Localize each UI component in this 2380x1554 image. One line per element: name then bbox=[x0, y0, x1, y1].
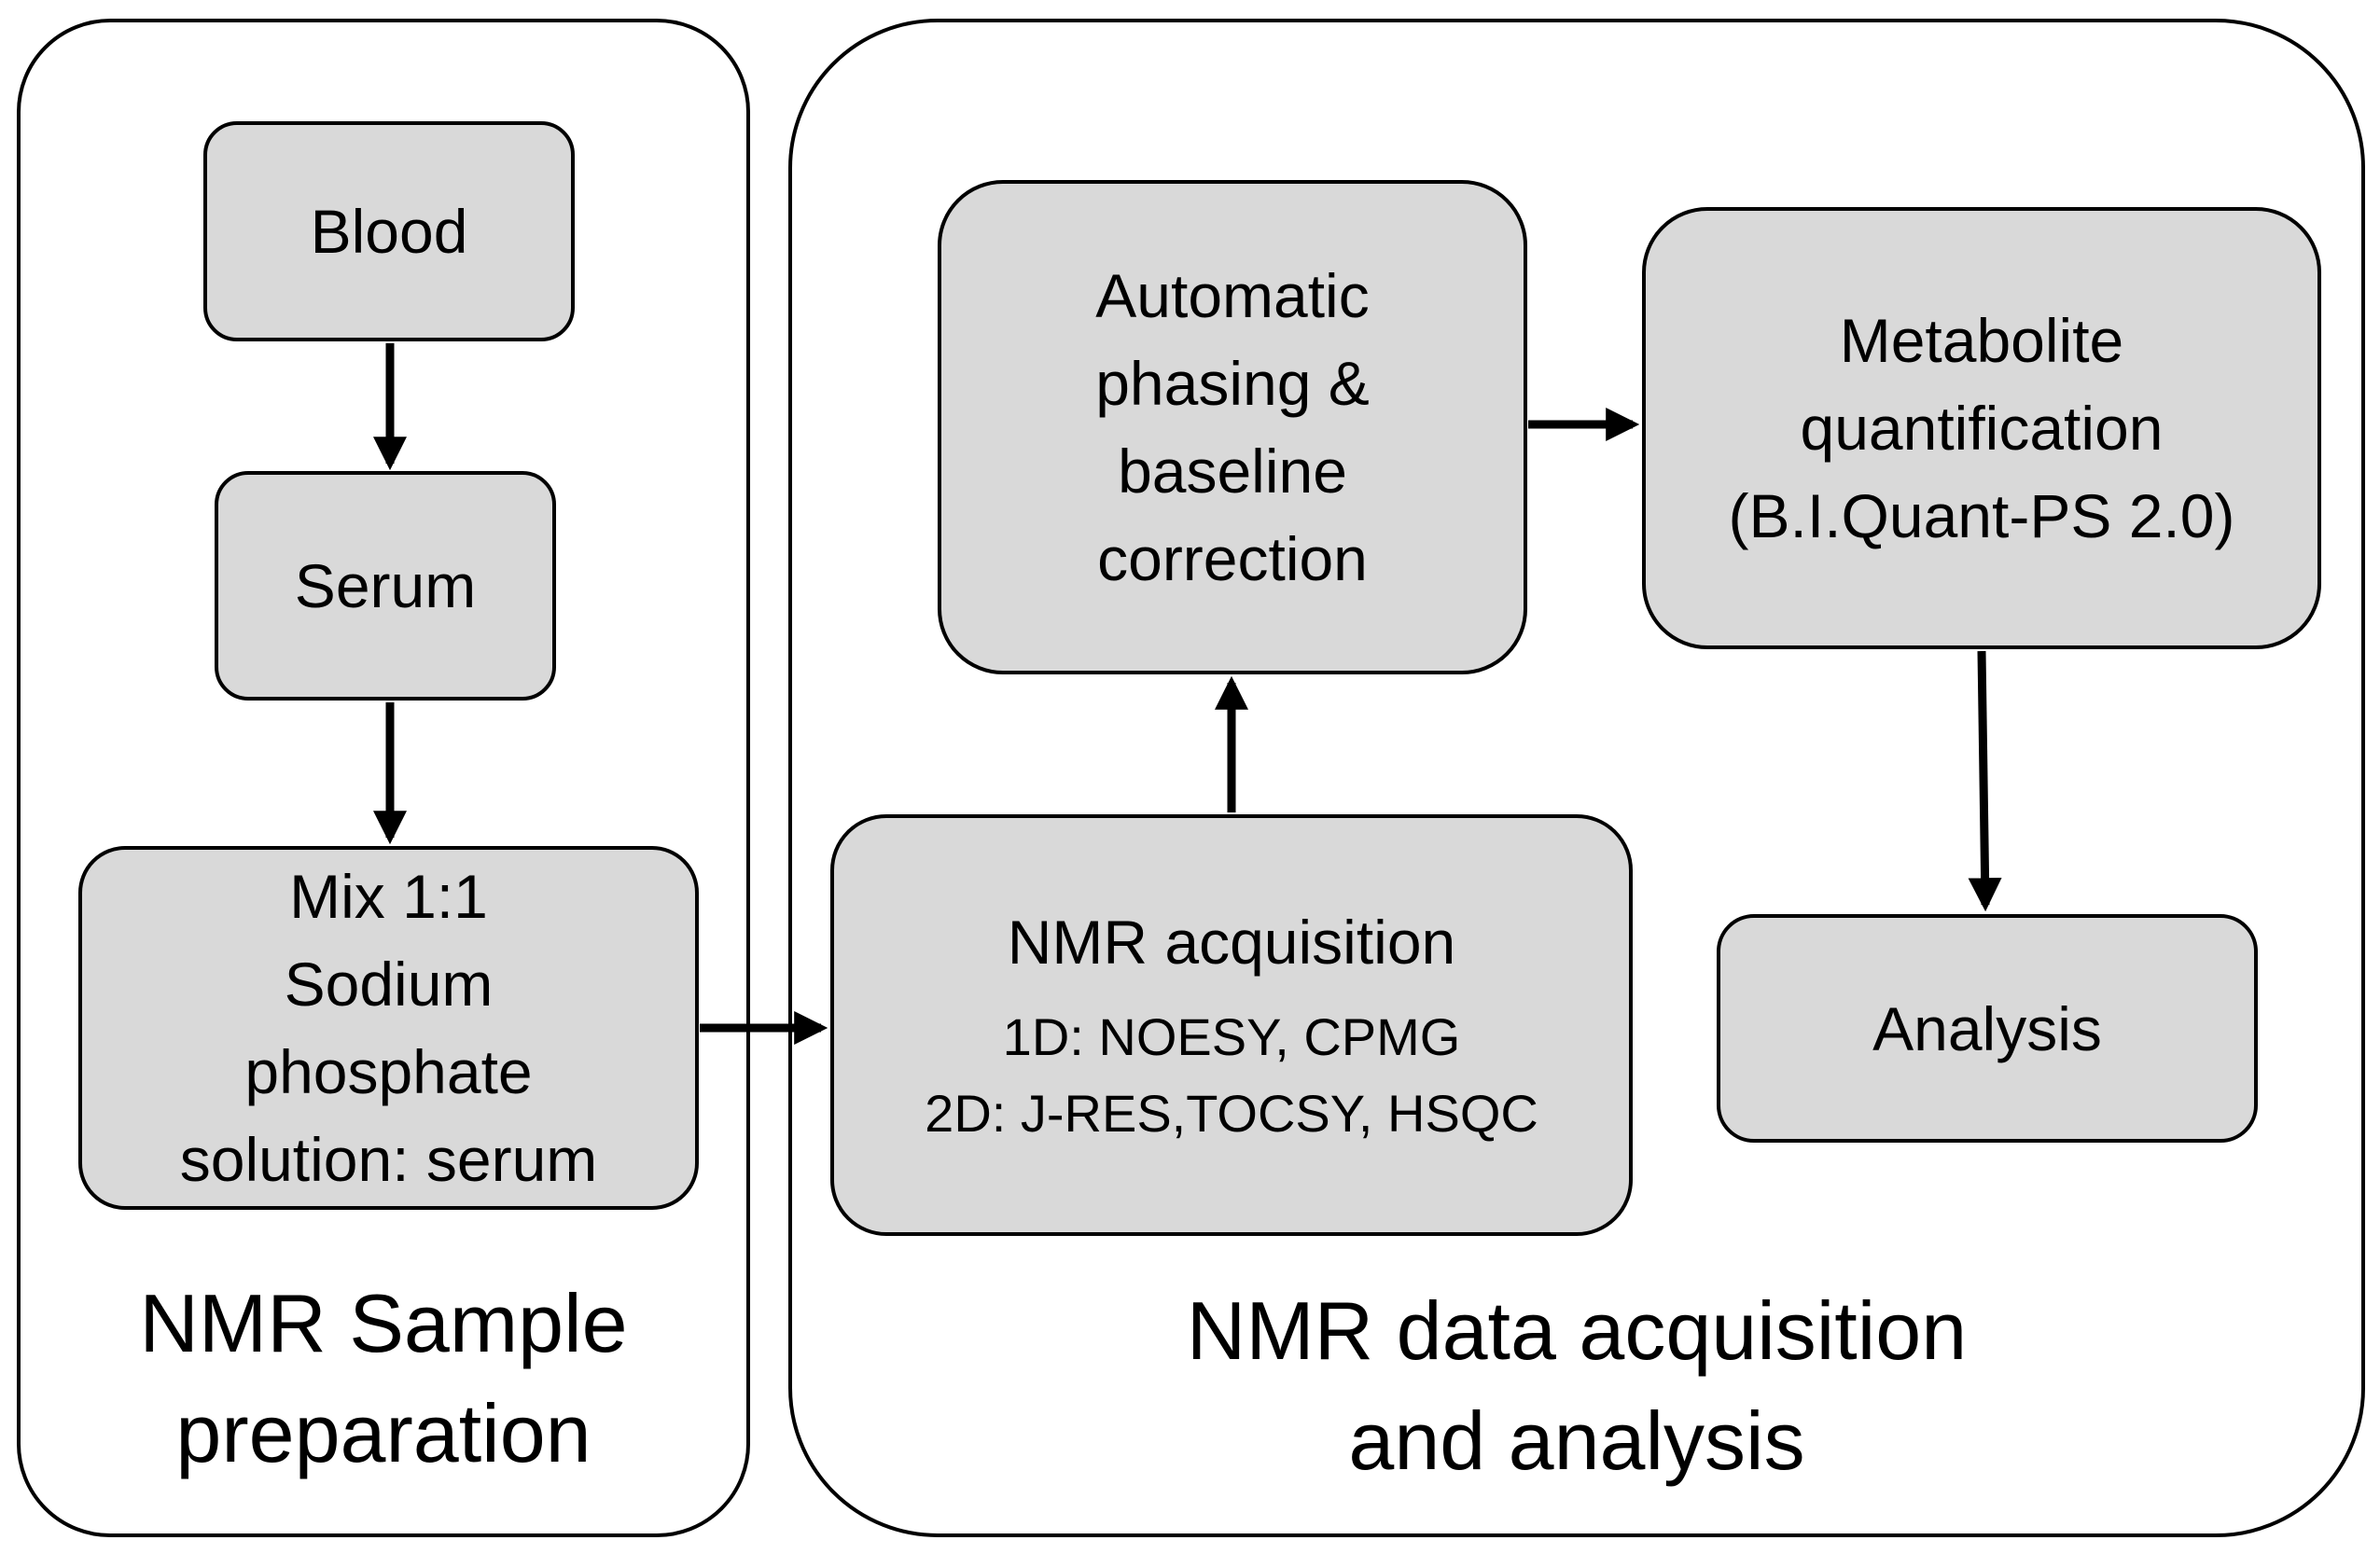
quantification-label: Metabolite quantification (B.I.Quant-PS … bbox=[1728, 306, 2235, 550]
nmr-acquisition-box: NMR acquisition 1D: NOESY, CPMG 2D: J-RE… bbox=[830, 814, 1633, 1236]
sample-preparation-title: NMR Sample preparation bbox=[139, 1277, 628, 1479]
serum-label: Serum bbox=[294, 551, 477, 620]
blood-box: Blood bbox=[203, 121, 575, 341]
nmr-acquisition-detail: 1D: NOESY, CPMG 2D: J-RES,TOCSY, HSQC bbox=[925, 1007, 1538, 1143]
analysis-label: Analysis bbox=[1872, 993, 2102, 1063]
mix-label: Mix 1:1 Sodium phosphate solution: serum bbox=[179, 862, 598, 1194]
phasing-label: Automatic phasing & baseline correction bbox=[1095, 261, 1370, 593]
analysis-box: Analysis bbox=[1717, 914, 2258, 1143]
nmr-acquisition-label: NMR acquisition bbox=[1007, 908, 1456, 977]
phasing-box: Automatic phasing & baseline correction bbox=[938, 180, 1527, 674]
blood-label: Blood bbox=[310, 197, 468, 266]
arrow-quantification-to-analysis bbox=[1968, 650, 2002, 912]
serum-box: Serum bbox=[215, 471, 556, 701]
data-acquisition-analysis-title: NMR data acquisition and analysis bbox=[1186, 1284, 1968, 1487]
mix-box: Mix 1:1 Sodium phosphate solution: serum bbox=[78, 846, 699, 1210]
quantification-box: Metabolite quantification (B.I.Quant-PS … bbox=[1642, 207, 2321, 649]
